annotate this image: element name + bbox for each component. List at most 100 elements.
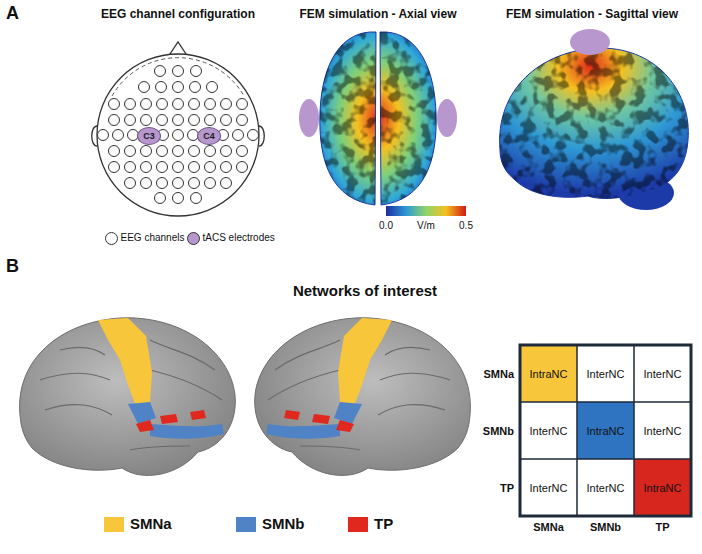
eeg-channel [205, 178, 216, 189]
lateral-brain-left [20, 318, 236, 476]
colorbar-tick: 0.5 [459, 220, 473, 232]
eeg-channel [113, 130, 124, 141]
tacs-electrode [299, 99, 319, 137]
legend-text: TP [374, 515, 393, 532]
eeg-channel [237, 99, 248, 110]
eeg-channel [173, 162, 184, 173]
legend-text: EEG channels [121, 232, 185, 244]
legend-swatch [348, 517, 368, 532]
eeg-channel [125, 178, 136, 189]
eeg-channel [190, 82, 201, 93]
panel-title: EEG channel configuration [101, 8, 255, 22]
row-label: TP [500, 481, 514, 494]
eeg-channel [248, 130, 259, 141]
matrix-grid [520, 345, 691, 516]
matrix-cell-fill [520, 345, 577, 402]
eeg-channel [189, 99, 200, 110]
eeg-channel [189, 178, 200, 189]
legend-text: SMNa [130, 515, 172, 532]
electrode-label: C3 [143, 132, 155, 141]
eeg-channel [109, 162, 120, 173]
eeg-channel [221, 178, 232, 189]
table-cell: InterNC [530, 481, 568, 494]
head-ear [259, 126, 264, 146]
colorbar-tick: 0.0 [379, 220, 393, 232]
legend-circle [105, 232, 118, 245]
table-cell: IntraNC [587, 424, 625, 437]
row-label: SMNb [483, 424, 514, 437]
matrix-cell-fill [634, 459, 691, 516]
legend-text: tACS electrodes [203, 232, 275, 244]
column-label: TP [655, 521, 669, 534]
legend-circle [187, 232, 200, 245]
table-cell: InterNC [587, 481, 625, 494]
eeg-channel [156, 82, 167, 93]
eeg-channel [173, 130, 184, 141]
eeg-channel [109, 99, 120, 110]
dashed-arc [112, 58, 244, 96]
tacs-electrode [570, 29, 610, 55]
colorbar-unit: V/m [417, 220, 435, 232]
eeg-channel [233, 130, 244, 141]
eeg-channel [205, 99, 216, 110]
eeg-channel [157, 115, 168, 126]
eeg-channel [157, 162, 168, 173]
eeg-channel [125, 115, 136, 126]
eeg-channel [125, 99, 136, 110]
head-ear [92, 126, 97, 146]
eeg-channel [191, 193, 202, 204]
lateral-brain-right [255, 318, 471, 476]
table-cell: IntraNC [530, 367, 568, 380]
table-cell: IntraNC [644, 481, 682, 494]
table-cell: InterNC [644, 367, 682, 380]
eeg-channel [125, 146, 136, 157]
eeg-channel [205, 162, 216, 173]
panel-title: FEM simulation - Axial view [300, 8, 457, 22]
eeg-channel [237, 162, 248, 173]
eeg-channel [157, 99, 168, 110]
eeg-channel [205, 146, 216, 157]
row-label: SMNa [483, 367, 514, 380]
electrode-label: C4 [203, 132, 215, 141]
eeg-channel [221, 115, 232, 126]
panel-title: Networks of interest [293, 282, 437, 299]
column-label: SMNb [590, 521, 621, 534]
tacs-electrode [437, 99, 457, 137]
gyri-texture [310, 25, 445, 210]
eeg-channel [237, 115, 248, 126]
legend-text: SMNb [262, 515, 305, 532]
eeg-channel [173, 99, 184, 110]
matrix-cell-fill [577, 402, 634, 459]
column-label: SMNa [533, 521, 564, 534]
eeg-channel [155, 193, 166, 204]
eeg-channel [155, 66, 166, 77]
eeg-channel [173, 82, 184, 93]
table-cell: InterNC [587, 367, 625, 380]
electrode-grid [98, 66, 259, 204]
panel-letter: A [6, 3, 19, 24]
eeg-channel [191, 66, 202, 77]
eeg-channel [189, 115, 200, 126]
eeg-channel [173, 66, 184, 77]
eeg-channel [141, 178, 152, 189]
legend-swatch [236, 517, 256, 532]
colorbar [386, 206, 466, 216]
eeg-channel [109, 115, 120, 126]
table-cell: InterNC [530, 424, 568, 437]
eeg-channel [139, 82, 150, 93]
matrix-border [520, 345, 691, 516]
panel-title: FEM simulation - Sagittal view [506, 8, 678, 22]
gyri-texture [495, 45, 695, 205]
eeg-channel [189, 162, 200, 173]
eeg-channel [173, 146, 184, 157]
eeg-channel [141, 162, 152, 173]
eeg-channel [141, 115, 152, 126]
tacs-electrode-marker: C4 [197, 127, 221, 145]
eeg-channel [109, 146, 120, 157]
tacs-electrode-marker: C3 [137, 127, 161, 145]
eeg-channel [157, 146, 168, 157]
eeg-channel [157, 178, 168, 189]
eeg-channel [221, 99, 232, 110]
table-cell: InterNC [644, 424, 682, 437]
eeg-channel [221, 146, 232, 157]
